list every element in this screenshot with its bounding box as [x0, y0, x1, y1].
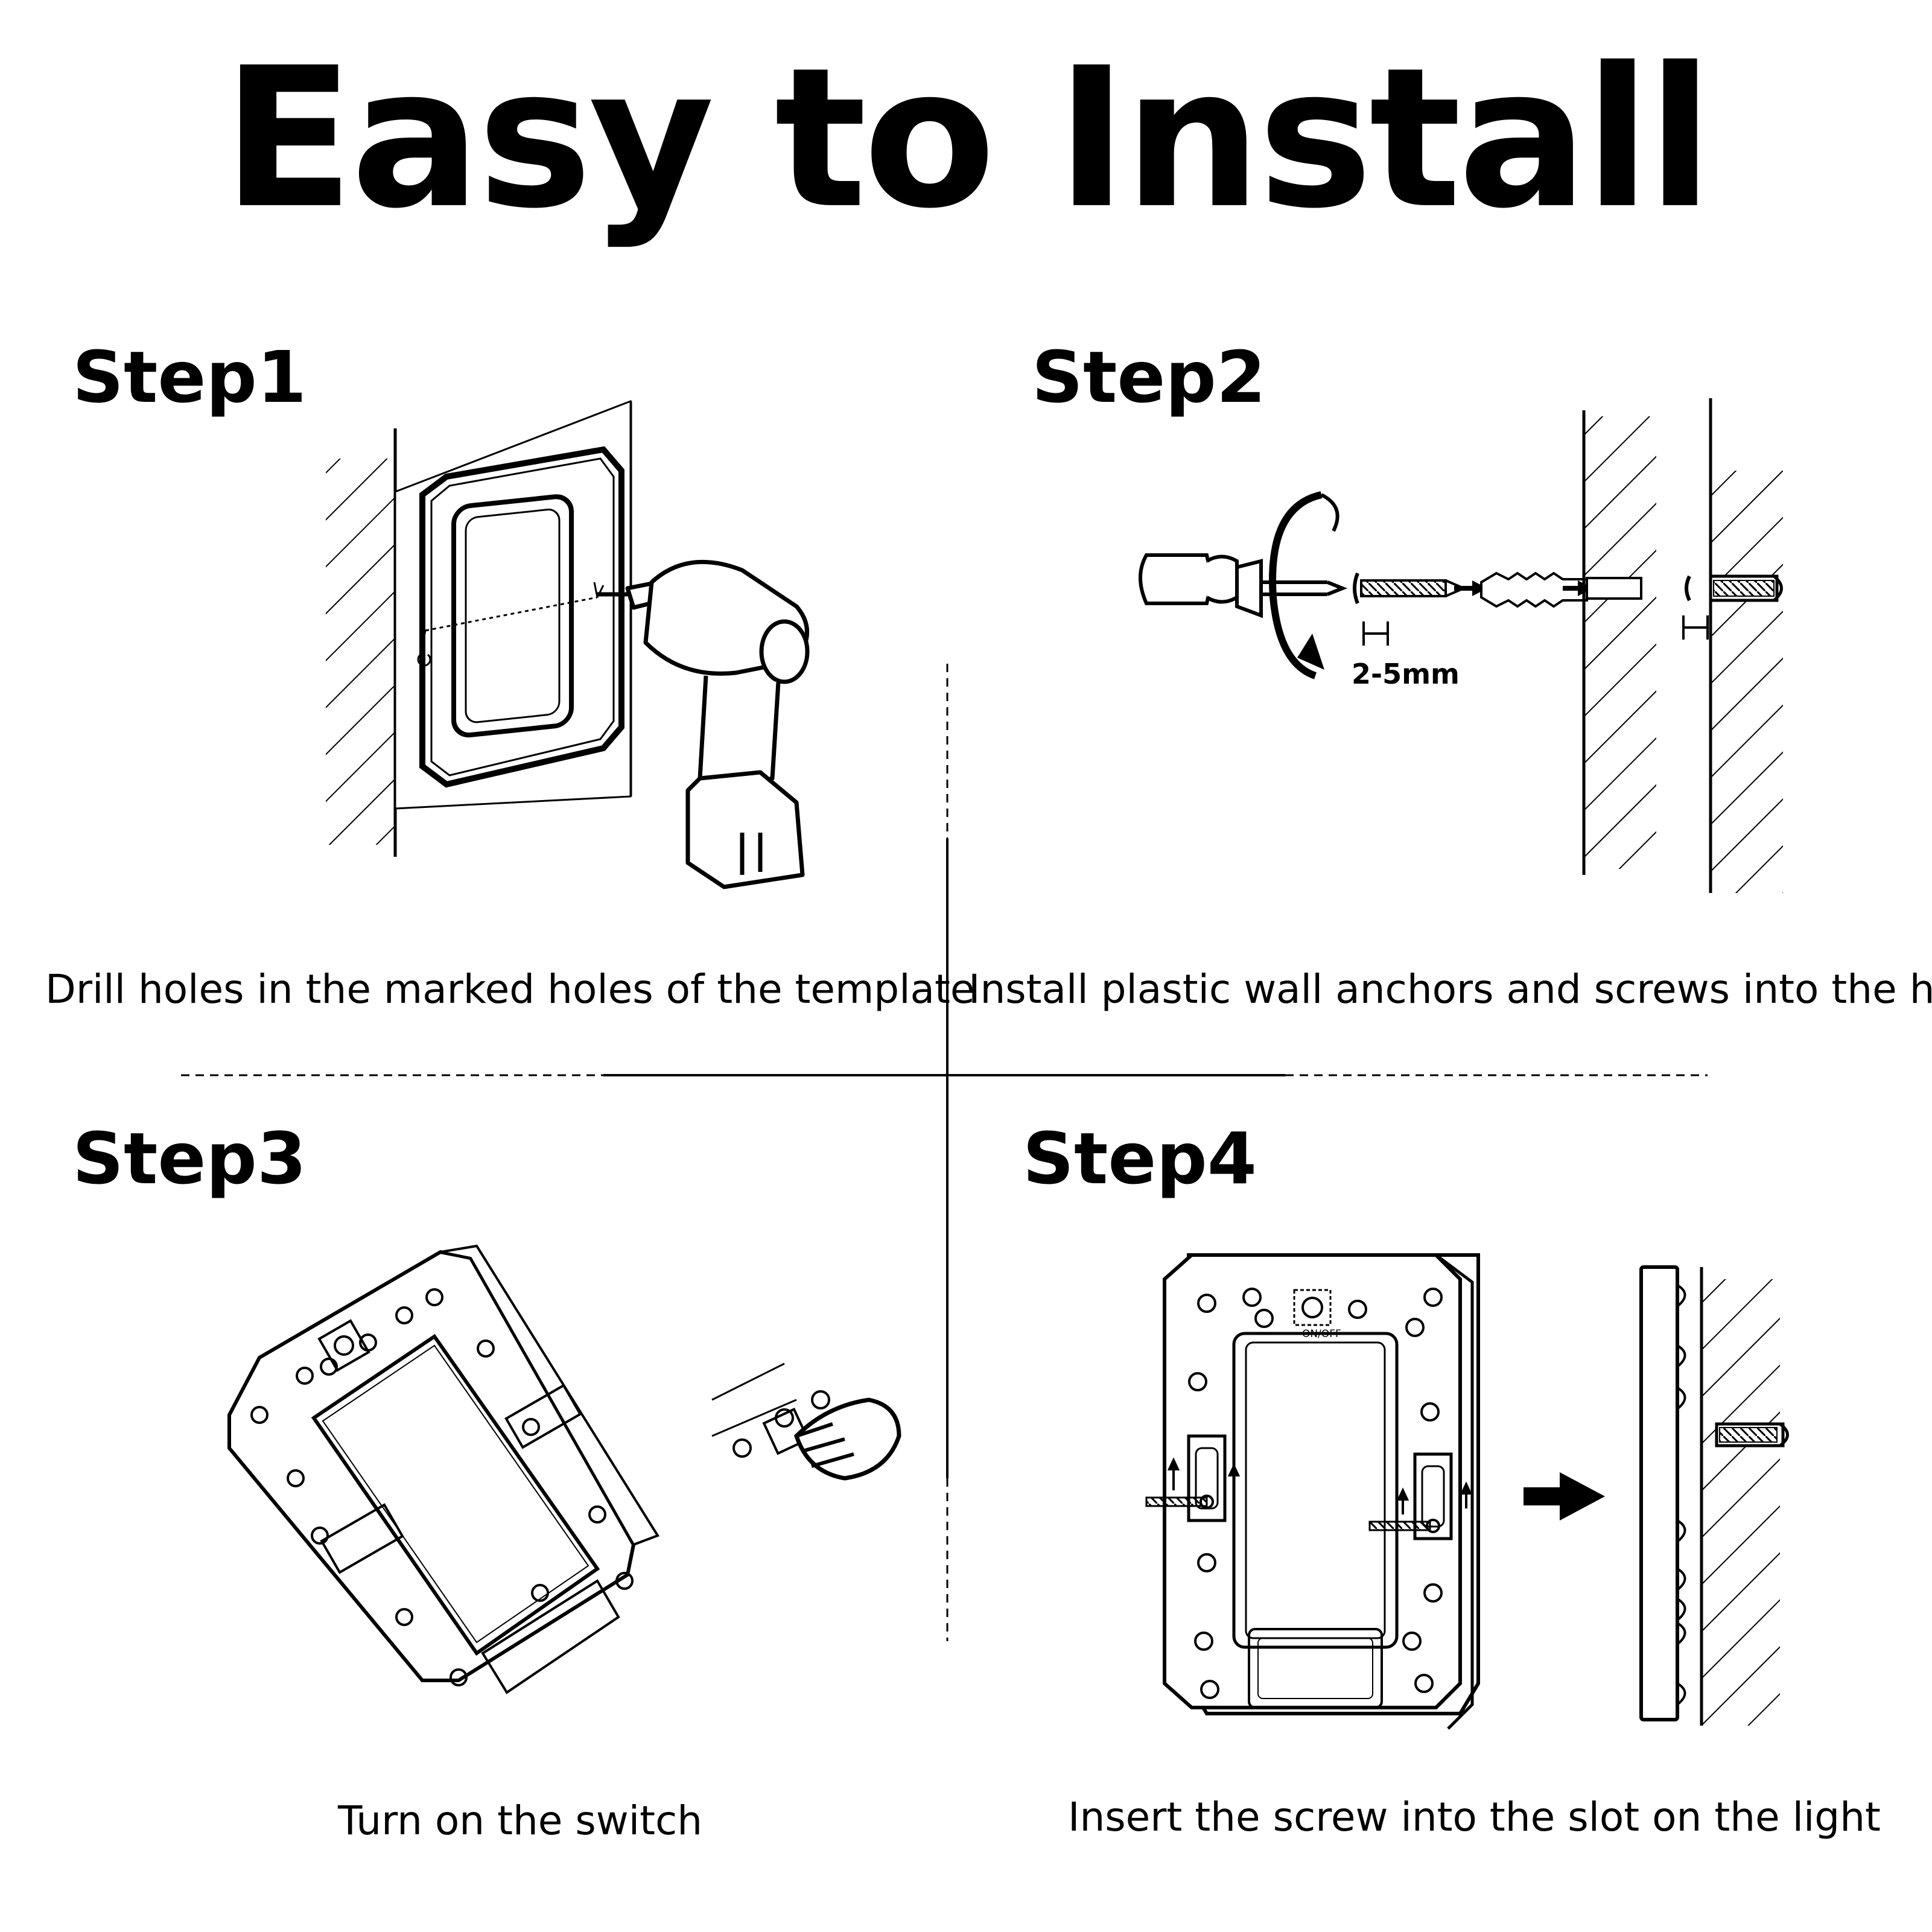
- onoff-label: ON/OFF: [1302, 1328, 1341, 1340]
- step4-heading: Step4: [1023, 1117, 1257, 1200]
- step2-caption: Install plastic wall anchors and screws …: [968, 966, 1932, 1012]
- step1-heading: Step1: [72, 335, 307, 419]
- step2-anchor-illustration: [1139, 398, 1783, 893]
- step3-heading: Step3: [72, 1117, 307, 1200]
- step2-heading: Step2: [1032, 335, 1266, 419]
- step3-switch-illustration: [227, 1244, 901, 1694]
- step3-caption: Turn on the switch: [338, 1797, 703, 1844]
- page-title: Easy to Install: [222, 27, 1714, 251]
- step1-drill-illustration: [326, 399, 810, 889]
- section-dividers: [181, 664, 1708, 1641]
- measure-label: 2-5mm: [1352, 658, 1460, 690]
- step4-caption: Insert the screw into the slot on the li…: [1068, 1794, 1881, 1840]
- step1-caption: Drill holes in the marked holes of the t…: [45, 966, 975, 1012]
- step4-mount-illustration: [1145, 1253, 1789, 1730]
